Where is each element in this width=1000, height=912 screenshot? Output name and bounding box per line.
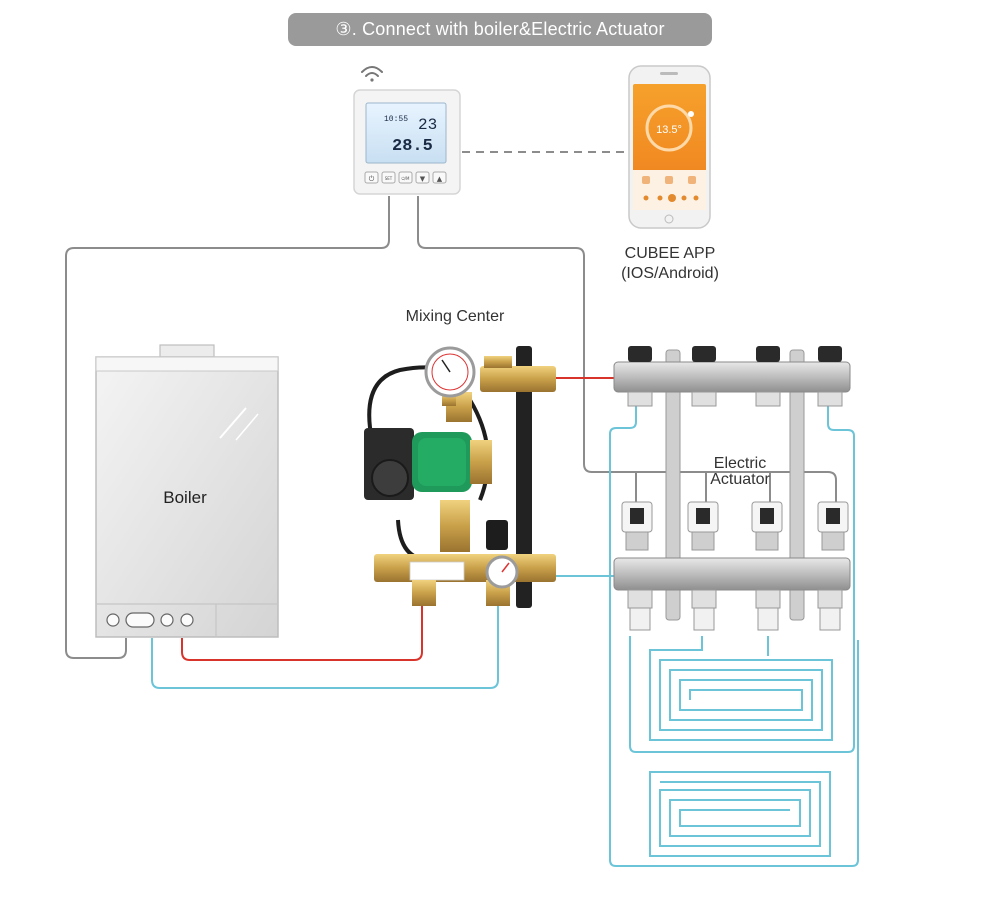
mixing-center xyxy=(364,346,556,608)
wire-thermostat-to-boiler xyxy=(65,196,390,659)
floor-heating-coil-upper xyxy=(649,636,833,741)
phone-temp-display: 13.5° xyxy=(656,124,682,136)
smartphone xyxy=(628,65,711,229)
signal-wires xyxy=(65,151,837,659)
floor-loop-outer-1 xyxy=(609,404,859,867)
thermostat-room-temp: 23 xyxy=(418,116,437,134)
wire-thermostat-to-actuators xyxy=(417,196,837,502)
floor-heating-coil-lower xyxy=(649,771,831,857)
hot-pipe-boiler-to-mixer xyxy=(181,605,423,661)
app-settings-icons xyxy=(642,176,696,184)
thermostat-button-down: ▼ xyxy=(420,175,426,183)
boiler xyxy=(95,344,279,638)
thermostat-button-mode: ⏻/M xyxy=(402,176,411,181)
thermostat-button-power: ⏻ xyxy=(369,175,375,183)
app-name-label: CUBEE APP xyxy=(624,245,716,262)
return-pipes xyxy=(151,404,859,867)
electric-actuator-label-line-1: Electric xyxy=(713,455,767,472)
boiler-label: Boiler xyxy=(163,488,207,507)
return-pipe-mixer-to-boiler xyxy=(151,605,499,689)
floor-loop-outer-2 xyxy=(629,404,855,753)
electric-actuators xyxy=(621,501,849,551)
page-title: ③. Connect with boiler&Electric Actuator xyxy=(288,13,712,46)
hot-pipes xyxy=(181,377,616,661)
manifold xyxy=(613,346,851,631)
supply-outlets xyxy=(627,391,843,407)
wifi-icon xyxy=(361,66,383,82)
electric-actuator-label: Electric Actuator xyxy=(690,456,790,488)
return-outlets xyxy=(627,589,843,631)
thermostat-buttons xyxy=(364,171,447,184)
thermostat-time: 10:55 xyxy=(384,115,408,124)
app-nav-icons xyxy=(643,194,699,202)
thermostat-button-up: ▲ xyxy=(437,175,443,183)
boiler-controls xyxy=(106,612,194,628)
app-platform-label: (IOS/Android) xyxy=(621,265,719,282)
thermostat-button-set: SET xyxy=(385,176,393,181)
electric-actuator-label-line-2: Actuator xyxy=(710,471,770,488)
thermostat xyxy=(353,89,461,195)
thermostat-set-temp: 28.5 xyxy=(392,137,433,156)
mixing-center-label: Mixing Center xyxy=(405,308,505,325)
flow-meters xyxy=(628,346,842,362)
